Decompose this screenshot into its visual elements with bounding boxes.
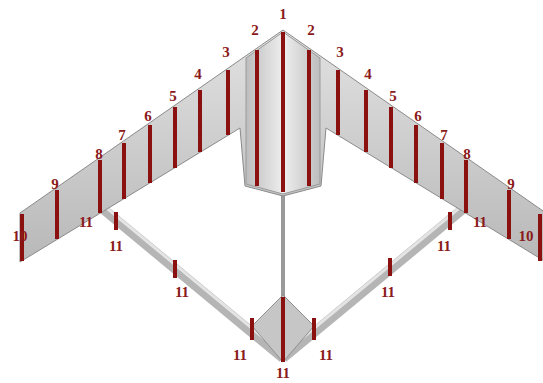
callout-number: 4 (194, 67, 202, 82)
section-cut (255, 50, 259, 186)
section-cut (114, 212, 118, 230)
callout-number: 11 (233, 348, 247, 363)
section-cut (173, 260, 177, 278)
callout-number: 11 (175, 285, 189, 300)
callout-number: 10 (519, 229, 534, 244)
section-cut (173, 107, 177, 168)
callout-number: 9 (51, 177, 59, 192)
callout-number: 8 (95, 147, 103, 162)
callout-number: 7 (118, 128, 126, 143)
bottom-plate (252, 295, 314, 362)
callout-number: 11 (473, 215, 487, 230)
callout-number: 6 (414, 109, 422, 124)
callout-number: 11 (276, 366, 290, 381)
section-cut (98, 160, 102, 213)
frame-highlight (97, 200, 283, 354)
callout-number: 1 (279, 7, 287, 22)
section-cut (336, 70, 340, 135)
section-cut (364, 90, 368, 152)
section-cut (538, 214, 542, 261)
callout-number: 3 (336, 45, 344, 60)
callout-number: 5 (169, 89, 177, 104)
callout-number: 7 (440, 128, 448, 143)
section-cut (448, 212, 452, 230)
wing (20, 30, 543, 262)
frame-highlight (283, 200, 469, 354)
section-cut (440, 143, 444, 199)
section-cut (198, 90, 202, 152)
fuselage (246, 32, 320, 194)
frame-beam (97, 204, 283, 358)
callout-number: 2 (307, 23, 315, 38)
callout-number: 11 (319, 348, 333, 363)
section-cut (281, 32, 285, 192)
section-cut (414, 125, 418, 183)
callout-number: 10 (13, 229, 28, 244)
callout-number: 4 (364, 67, 372, 82)
callout-number: 11 (109, 239, 123, 254)
section-cut (389, 107, 393, 168)
section-cut (507, 190, 511, 239)
frame-beam (283, 204, 469, 358)
callout-number: 11 (79, 215, 93, 230)
center-rod (281, 190, 285, 300)
callout-number: 2 (251, 23, 259, 38)
section-cut (148, 125, 152, 183)
section-cut (312, 318, 316, 340)
callout-number: 6 (144, 109, 152, 124)
section-cut (464, 160, 468, 213)
section-cut (250, 318, 254, 340)
callout-number: 11 (437, 239, 451, 254)
section-cut (281, 297, 285, 362)
callout-number: 5 (389, 89, 397, 104)
section-cuts (22, 32, 540, 362)
section-cut (307, 50, 311, 186)
section-cut (122, 143, 126, 199)
section-cut (55, 190, 59, 239)
callout-number: 11 (381, 285, 395, 300)
section-cut (388, 258, 392, 276)
callout-number: 3 (222, 45, 230, 60)
section-cut (226, 70, 230, 135)
callout-number: 9 (507, 177, 515, 192)
callout-number: 8 (463, 147, 471, 162)
